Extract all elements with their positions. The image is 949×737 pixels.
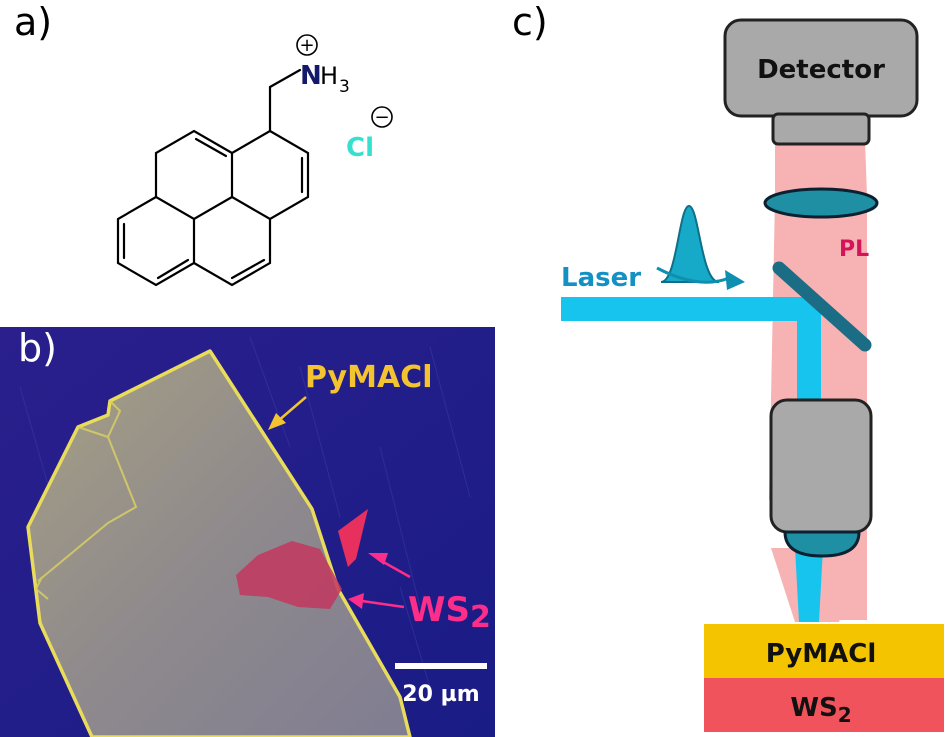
pymacl-structure: N H 3 + Cl − — [116, 34, 393, 287]
objective-body — [769, 398, 873, 534]
dichroic-mirror — [772, 261, 872, 352]
scale-bar — [395, 663, 487, 669]
pymacl-arrow-icon — [268, 413, 286, 430]
hydrogen-count: 3 — [339, 77, 350, 97]
focusing-lens — [763, 187, 879, 219]
pymacl-layer-label: PyMACl — [766, 639, 876, 669]
positive-charge-sign: + — [299, 35, 314, 56]
negative-charge-icon — [371, 106, 393, 128]
panel-b-label: b) — [18, 326, 57, 370]
pulse-arrow-icon — [725, 270, 745, 290]
ws2-layer-label: WS2 — [790, 693, 851, 727]
detector-port — [771, 112, 871, 146]
laser-beam-horizontal — [561, 297, 821, 321]
ws2-arrow-lower-icon — [348, 593, 364, 609]
positive-charge-icon — [296, 34, 318, 56]
pymacl-label: PyMACl — [305, 360, 432, 395]
laser-label: Laser — [561, 263, 641, 293]
pl-label: PL — [839, 237, 869, 262]
ws2-flake-small — [338, 509, 368, 567]
panel-a-label: a) — [14, 0, 53, 44]
negative-charge-sign: − — [374, 107, 389, 128]
ws2-flake-main — [236, 541, 342, 609]
hydrogen-label: H — [320, 62, 338, 90]
pymacl-layer — [704, 624, 944, 678]
scale-bar-label: 20 µm — [402, 682, 479, 707]
ws2-label: WS2 — [408, 590, 491, 635]
detector-label: Detector — [757, 55, 885, 85]
ws2-arrow-upper-icon — [368, 553, 388, 565]
setup-schematic: Detector PL Laser PyMACl WS2 — [561, 18, 944, 732]
objective-lens — [783, 530, 861, 558]
ws2-layer — [704, 678, 944, 732]
nitrogen-atom: N — [300, 61, 322, 91]
micrograph: PyMACl WS2 20 µm — [0, 327, 495, 737]
laser-pulse-icon — [660, 204, 720, 283]
chloride-label: Cl — [346, 133, 374, 163]
panel-c-label: c) — [512, 0, 548, 44]
